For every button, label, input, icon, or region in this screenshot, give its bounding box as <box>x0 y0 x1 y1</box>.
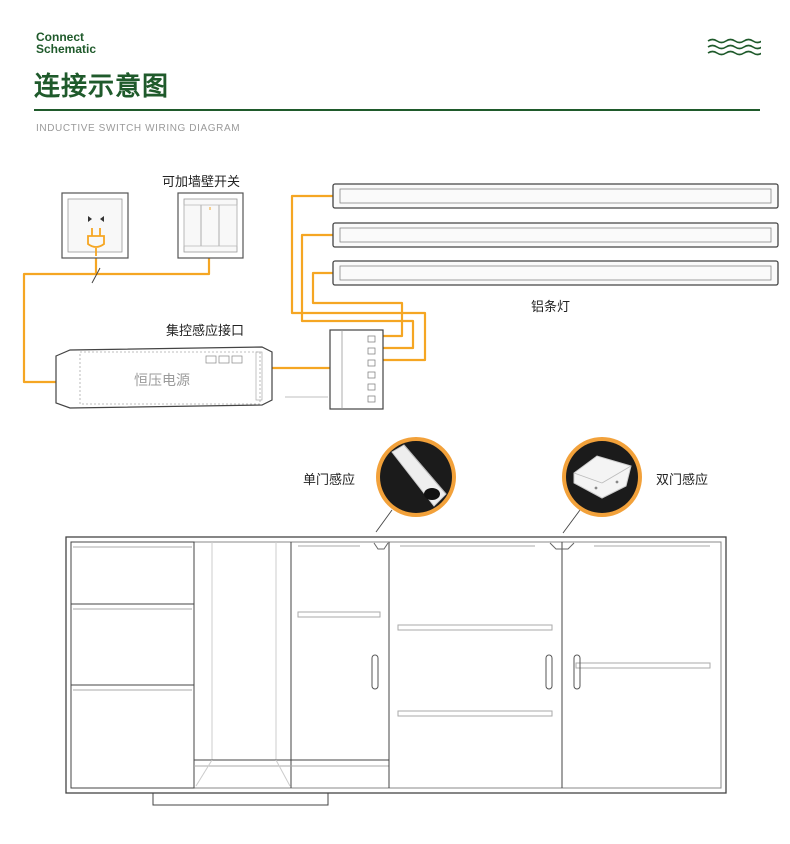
wave-icon <box>707 38 761 56</box>
label-single-door-sensor: 单门感应 <box>303 473 356 488</box>
cabinet-door-2 <box>397 542 575 788</box>
page-title: 连接示意图 <box>34 72 170 102</box>
double-door-sensor-callout <box>562 437 642 534</box>
aluminum-light-2 <box>332 222 779 248</box>
wire-light-3 <box>311 271 404 338</box>
plug-icon <box>87 228 105 256</box>
cabinet-door-1 <box>297 542 390 788</box>
wall-switch <box>177 192 244 259</box>
wire-light-2 <box>300 233 415 350</box>
drawer-column <box>70 541 195 789</box>
wall-socket <box>61 192 129 259</box>
wire-light-1 <box>290 194 427 362</box>
cabinet-door-3 <box>573 545 711 690</box>
page-subtitle: INDUCTIVE SWITCH WIRING DIAGRAM <box>36 123 241 134</box>
open-compartment <box>193 542 389 788</box>
label-power-supply: 恒压电源 <box>134 373 190 389</box>
cabinet-plinth <box>152 792 329 806</box>
label-aluminum-light: 铝条灯 <box>531 300 571 315</box>
power-supply-unit <box>55 346 328 409</box>
brand-line-1: Connect <box>36 30 84 44</box>
label-wall-switch: 可加墙壁开关 <box>162 175 241 190</box>
label-double-door-sensor: 双门感应 <box>656 473 709 488</box>
aluminum-light-3 <box>332 260 779 286</box>
wire-cut-mark <box>91 267 101 284</box>
cabinet <box>65 536 727 806</box>
aluminum-light-1 <box>332 183 779 209</box>
wires <box>22 194 427 384</box>
wire-switch <box>96 256 211 276</box>
single-door-sensor-callout <box>375 437 456 533</box>
header-divider <box>34 109 760 111</box>
brand-logo: Connect Schematic <box>36 31 96 55</box>
label-central-control: 集控感应接口 <box>166 324 245 339</box>
brand-line-2: Schematic <box>36 42 97 56</box>
central-control-box <box>329 329 384 410</box>
wire-socket-to-power <box>22 256 98 384</box>
